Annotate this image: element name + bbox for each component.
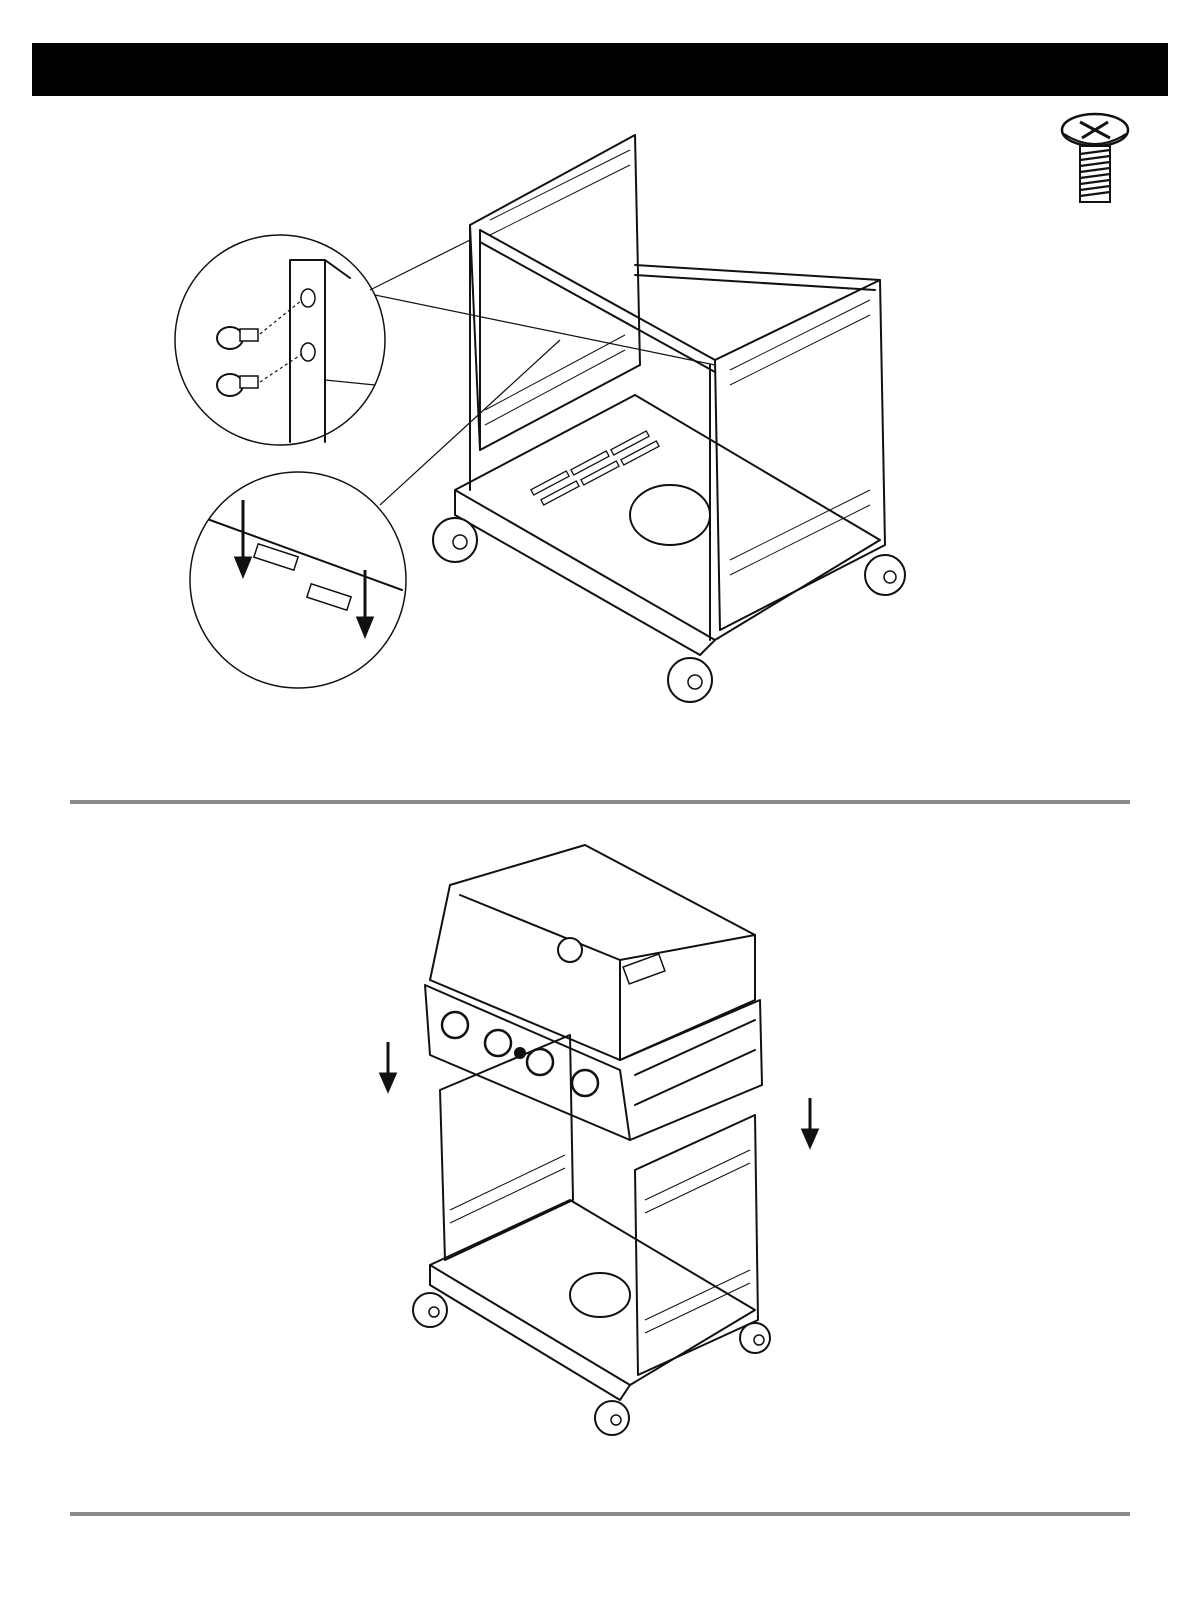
screw-detail-magnifier xyxy=(175,235,385,445)
grill-head-onto-cart-figure xyxy=(370,840,840,1460)
screw-icon xyxy=(1050,108,1140,208)
grill-head xyxy=(425,845,762,1140)
down-arrow-left-icon xyxy=(381,1042,395,1090)
section-divider xyxy=(70,800,1130,804)
cart-frame xyxy=(433,135,905,702)
cart-frame-assembly-figure xyxy=(170,120,930,720)
section-divider-bottom xyxy=(70,1512,1130,1516)
down-arrow-right-icon xyxy=(803,1098,817,1146)
slot-detail-magnifier xyxy=(190,472,406,688)
header-bar xyxy=(32,43,1168,96)
